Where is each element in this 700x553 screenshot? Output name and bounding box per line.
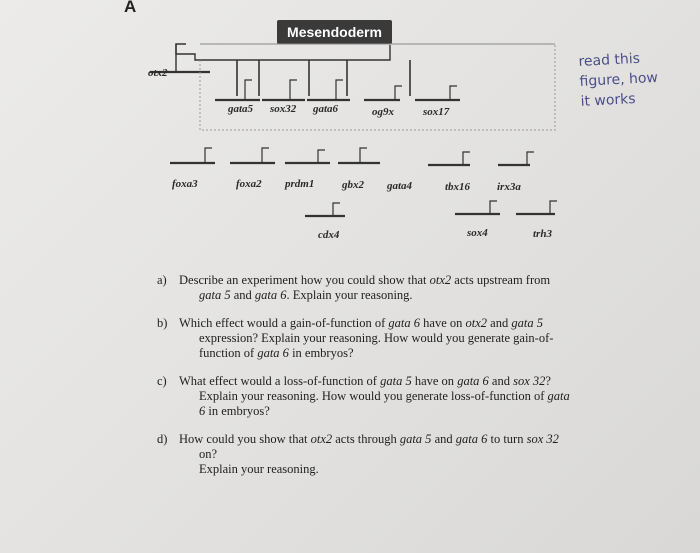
gene-label-sox4: sox4 <box>467 227 488 239</box>
question-text: ? <box>545 374 551 388</box>
panel-label: A <box>124 0 137 16</box>
gene-label-gata5: gata5 <box>228 103 254 115</box>
question-text: acts through <box>332 432 400 446</box>
question-text: expression? Explain your reasoning. How … <box>199 331 554 345</box>
question-letter: b) <box>157 316 168 330</box>
question-text: What effect would a loss-of-function of <box>179 374 381 388</box>
question-letter: a) <box>157 273 167 287</box>
question-d: d) How could you show that otx2 acts thr… <box>157 432 617 477</box>
gene-mention: otx2 <box>465 316 488 330</box>
gene-label-foxa3: foxa3 <box>172 178 198 190</box>
gata6-promoter <box>335 79 343 100</box>
gene-label-gata4: gata4 <box>387 180 413 192</box>
gene-mention: gata 5 <box>199 288 231 302</box>
question-a: a) Describe an experiment how you could … <box>157 273 617 303</box>
gene-mention: gata 6 <box>455 432 488 446</box>
trh3-promoter <box>549 200 557 214</box>
sox17-promoter <box>449 85 457 100</box>
gene-mention: gata 6 <box>254 288 287 302</box>
gata5-promoter <box>244 79 252 100</box>
gene-mention: sox 32 <box>513 374 546 388</box>
question-text: and <box>488 374 514 388</box>
foxa2-promoter <box>261 147 269 163</box>
question-text: and <box>230 288 255 302</box>
cdx4-promoter <box>332 202 340 216</box>
figure-title-banner: Mesendoderm <box>277 20 392 44</box>
question-text: Explain your reasoning. How would you ge… <box>199 389 548 403</box>
question-text: function of <box>199 346 258 360</box>
gene-label-cdx4: cdx4 <box>318 229 340 241</box>
question-text: Which effect would a gain-of-function of <box>179 316 389 330</box>
gene-label-og9x: og9x <box>372 106 394 118</box>
question-text: Explain your reasoning. <box>199 462 319 476</box>
gene-label-sox32: sox32 <box>270 103 297 115</box>
gene-label-foxa2: foxa2 <box>236 178 262 190</box>
gene-label-gbx2: gbx2 <box>342 179 364 191</box>
gene-label-sox17: sox17 <box>423 106 450 118</box>
otx2-promoter-arrow <box>175 43 186 72</box>
gene-mention: 6 <box>199 404 206 418</box>
gene-label-otx2: otx2 <box>148 67 168 79</box>
prdm1-promoter <box>317 149 325 163</box>
question-text: acts upstream from <box>451 273 551 287</box>
gene-mention: gata 6 <box>257 346 289 360</box>
gene-mention: sox 32 <box>526 432 559 446</box>
sox32-promoter <box>289 79 297 100</box>
question-text: on? <box>199 447 218 461</box>
gene-label-tbx16: tbx16 <box>445 181 471 193</box>
irx3a-promoter <box>526 151 534 165</box>
gene-mention: otx2 <box>310 432 333 446</box>
question-c: c) What effect would a loss-of-function … <box>157 374 617 419</box>
question-letter: c) <box>157 374 167 388</box>
gene-label-gata6: gata6 <box>313 103 339 115</box>
gene-label-trh3: trh3 <box>533 228 552 240</box>
question-text: have on <box>420 316 466 330</box>
gene-mention: gata 5 <box>511 316 543 330</box>
question-text: to turn <box>487 432 527 446</box>
question-text: in embryos? <box>205 404 270 418</box>
question-text: have on <box>411 374 458 388</box>
gene-mention: gata 6 <box>457 374 489 388</box>
handwritten-note: read this figure, how it works <box>578 46 700 112</box>
question-text: . Explain your reasoning. <box>286 288 413 302</box>
gene-label-irx3a: irx3a <box>497 181 521 193</box>
gbx2-promoter <box>359 147 367 163</box>
question-letter: d) <box>157 432 168 446</box>
sox4-promoter <box>489 200 497 214</box>
question-b: b) Which effect would a gain-of-function… <box>157 316 617 361</box>
foxa3-promoter <box>204 147 212 163</box>
gene-label-prdm1: prdm1 <box>285 178 315 190</box>
question-text: and <box>487 316 512 330</box>
question-text: Describe an experiment how you could sho… <box>179 273 430 287</box>
gene-mention: gata 5 <box>380 374 412 388</box>
dotted-feedback-box <box>199 44 556 131</box>
gene-mention: gata 6 <box>388 316 421 330</box>
question-text: and <box>431 432 456 446</box>
og9x-promoter <box>394 85 402 100</box>
question-text: How could you show that <box>179 432 311 446</box>
gene-mention: otx2 <box>429 273 452 287</box>
otx2-output-line <box>175 44 391 61</box>
gene-mention: gata 5 <box>399 432 432 446</box>
gene-mention: gata <box>547 389 570 403</box>
gata4-promoter <box>462 151 470 165</box>
question-text: in embryos? <box>288 346 354 360</box>
questions-list: a) Describe an experiment how you could … <box>157 273 617 490</box>
